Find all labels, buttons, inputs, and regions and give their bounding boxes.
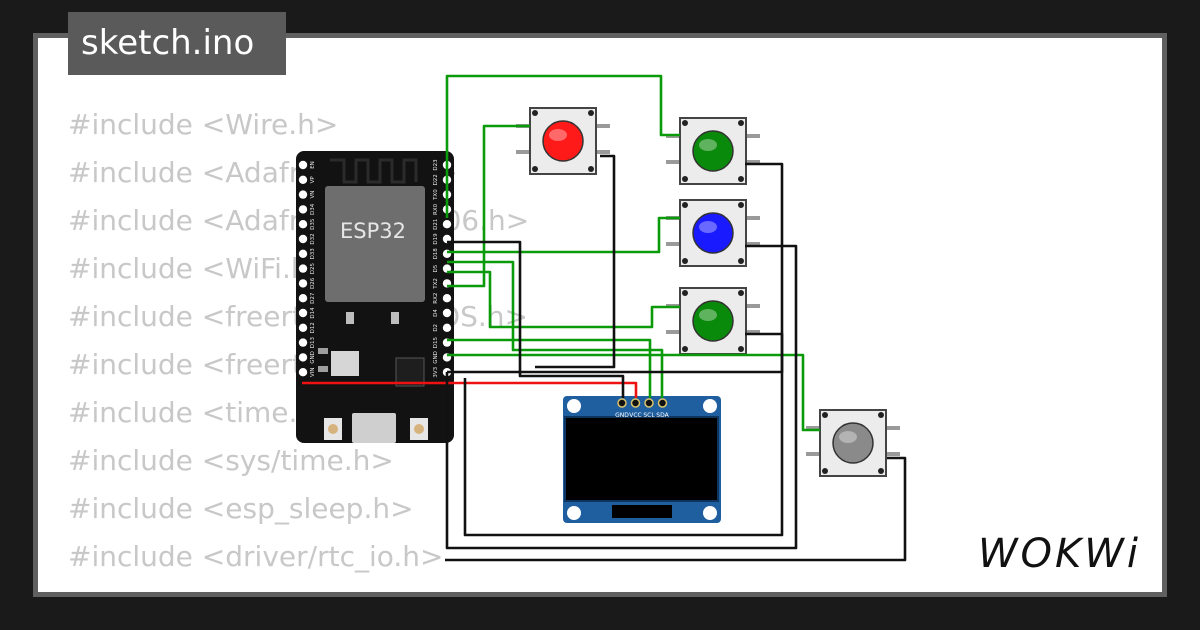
wire-btn-green-top[interactable] <box>445 74 680 218</box>
wire-oled-scl[interactable] <box>447 338 652 398</box>
file-tab[interactable]: sketch.ino <box>68 12 286 75</box>
esp32-pin-d13[interactable] <box>298 338 308 347</box>
esp32-pin-label: D34 <box>310 203 316 215</box>
esp32-pin-label: D13 <box>310 336 316 348</box>
esp32-pin-d2[interactable] <box>442 323 452 332</box>
wire-btn-blue[interactable] <box>447 216 680 254</box>
wire-gnd-red[interactable] <box>535 154 616 369</box>
wire-btn-red[interactable] <box>447 124 530 288</box>
esp32-pin-en[interactable] <box>298 160 308 170</box>
esp32-pin-label: D26 <box>310 277 316 289</box>
esp32-pin-label: RX2 <box>433 293 439 304</box>
usb-port <box>352 413 396 443</box>
esp32-pin-label: D4 <box>433 309 439 317</box>
esp32-pin-vp[interactable] <box>298 175 308 184</box>
code-line: #include <esp_wifi.h> <box>68 588 529 592</box>
wire-oled-gnd[interactable] <box>447 240 625 398</box>
esp32-pin-label: GND <box>310 351 316 364</box>
pushbutton-green-top[interactable] <box>666 117 760 185</box>
esp32-label: ESP32 <box>340 219 406 243</box>
wire-oled-sda[interactable] <box>447 260 664 398</box>
esp32-pin-label: D2 <box>433 324 439 332</box>
esp32-pin-label: VN <box>310 191 316 199</box>
esp32-pin-label: RX0 <box>433 203 439 215</box>
esp32-pin-gnd[interactable] <box>298 353 308 362</box>
oled-pin-sda[interactable] <box>657 398 668 408</box>
code-line: #include <Wire.h> <box>68 108 339 141</box>
esp32-pin-label: D22 <box>433 174 439 185</box>
esp32-pin-label: D18 <box>433 248 439 260</box>
oled-pin-gnd[interactable] <box>617 398 627 408</box>
esp32-pin-d33[interactable] <box>298 249 308 258</box>
pushbutton-red[interactable] <box>516 107 610 175</box>
esp32-pin-label: D21 <box>433 219 439 230</box>
esp32-pin-label: TX2 <box>433 278 439 290</box>
oled-pin-label: SDA <box>656 412 669 419</box>
esp32-pin-label: D25 <box>310 262 316 274</box>
wire-gnd-green-top[interactable] <box>447 162 784 374</box>
code-line: #include <WiFi.h> <box>68 252 333 285</box>
wire-gnd-grey[interactable] <box>445 456 907 562</box>
svg-text:WOKWi: WOKWi <box>978 531 1141 577</box>
wire-btn-green-mid[interactable] <box>447 270 680 329</box>
button-cap-blue[interactable] <box>692 212 734 254</box>
pushbutton-blue[interactable] <box>666 199 760 267</box>
oled-screen <box>564 416 719 502</box>
oled-pin-label: GND <box>615 412 629 419</box>
esp32-pin-d4[interactable] <box>442 308 452 318</box>
code-line: #include <time.h> <box>68 396 339 429</box>
pushbutton-green-mid[interactable] <box>666 287 760 355</box>
esp32-pin-d34[interactable] <box>298 205 308 214</box>
esp32-pin-rx2[interactable] <box>442 294 452 303</box>
esp32-pin-label: D32 <box>310 233 316 244</box>
esp32-pin-d35[interactable] <box>298 220 308 229</box>
wire-gnd-blue[interactable] <box>445 244 798 550</box>
esp32-pin-d26[interactable] <box>298 279 308 288</box>
button-cap-grey[interactable] <box>832 422 874 464</box>
esp32-pin-label: D19 <box>433 233 439 245</box>
esp32-pin-d32[interactable] <box>298 234 308 244</box>
esp32-pin-d12[interactable] <box>298 323 308 332</box>
oled-pin-label: VCC <box>629 412 641 419</box>
esp32-pin-label: D12 <box>310 322 316 333</box>
oled-pin-scl[interactable] <box>644 398 654 408</box>
esp32-board[interactable]: ESP32 ENVPVND34D35D32D33D25D26D27D14D12D… <box>296 151 454 443</box>
esp32-pin-d14[interactable] <box>298 308 308 318</box>
esp32-pin-d5[interactable] <box>442 264 452 273</box>
code-line: #include <driver/rtc_io.h> <box>68 540 444 573</box>
wire-btn-grey[interactable] <box>447 353 820 432</box>
esp32-pin-label: D33 <box>310 248 316 260</box>
code-line: #include <sys/time.h> <box>68 444 394 477</box>
esp32-pin-vn[interactable] <box>298 190 308 199</box>
esp32-pin-label: D27 <box>310 292 316 304</box>
esp32-pin-label: D23 <box>433 159 439 171</box>
esp32-pin-vin[interactable] <box>298 368 308 377</box>
button-cap-green-top[interactable] <box>692 130 734 172</box>
button-cap-red[interactable] <box>542 120 584 162</box>
esp32-pin-label: 3V3 <box>433 366 439 377</box>
esp32-pin-label: D15 <box>433 336 439 348</box>
code-line: #include <esp_sleep.h> <box>68 492 414 525</box>
oled-pin-label: SCL <box>643 412 655 419</box>
esp32-pin-d27[interactable] <box>298 294 308 303</box>
esp32-pin-label: D14 <box>310 307 316 319</box>
esp32-pin-label: VIN <box>310 367 316 377</box>
esp32-pin-label: VP <box>310 176 316 184</box>
esp32-pin-d21[interactable] <box>442 220 452 229</box>
esp32-pin-label: TX0 <box>433 189 439 201</box>
esp32-module <box>325 186 425 302</box>
esp32-pin-label: D5 <box>433 264 439 272</box>
button-cap-green-mid[interactable] <box>692 300 734 342</box>
pushbutton-grey[interactable] <box>806 409 900 477</box>
oled-pin-vcc[interactable] <box>630 398 641 408</box>
esp32-pin-d25[interactable] <box>298 264 308 273</box>
wokwi-logo: WOKWi <box>978 531 1141 577</box>
wire-gnd-green-mid[interactable] <box>463 332 784 537</box>
esp32-pin-label: GND <box>433 351 439 364</box>
esp32-pin-label: EN <box>310 161 316 169</box>
esp32-pin-label: D35 <box>310 218 316 230</box>
wire-oled-vcc[interactable] <box>302 381 638 398</box>
